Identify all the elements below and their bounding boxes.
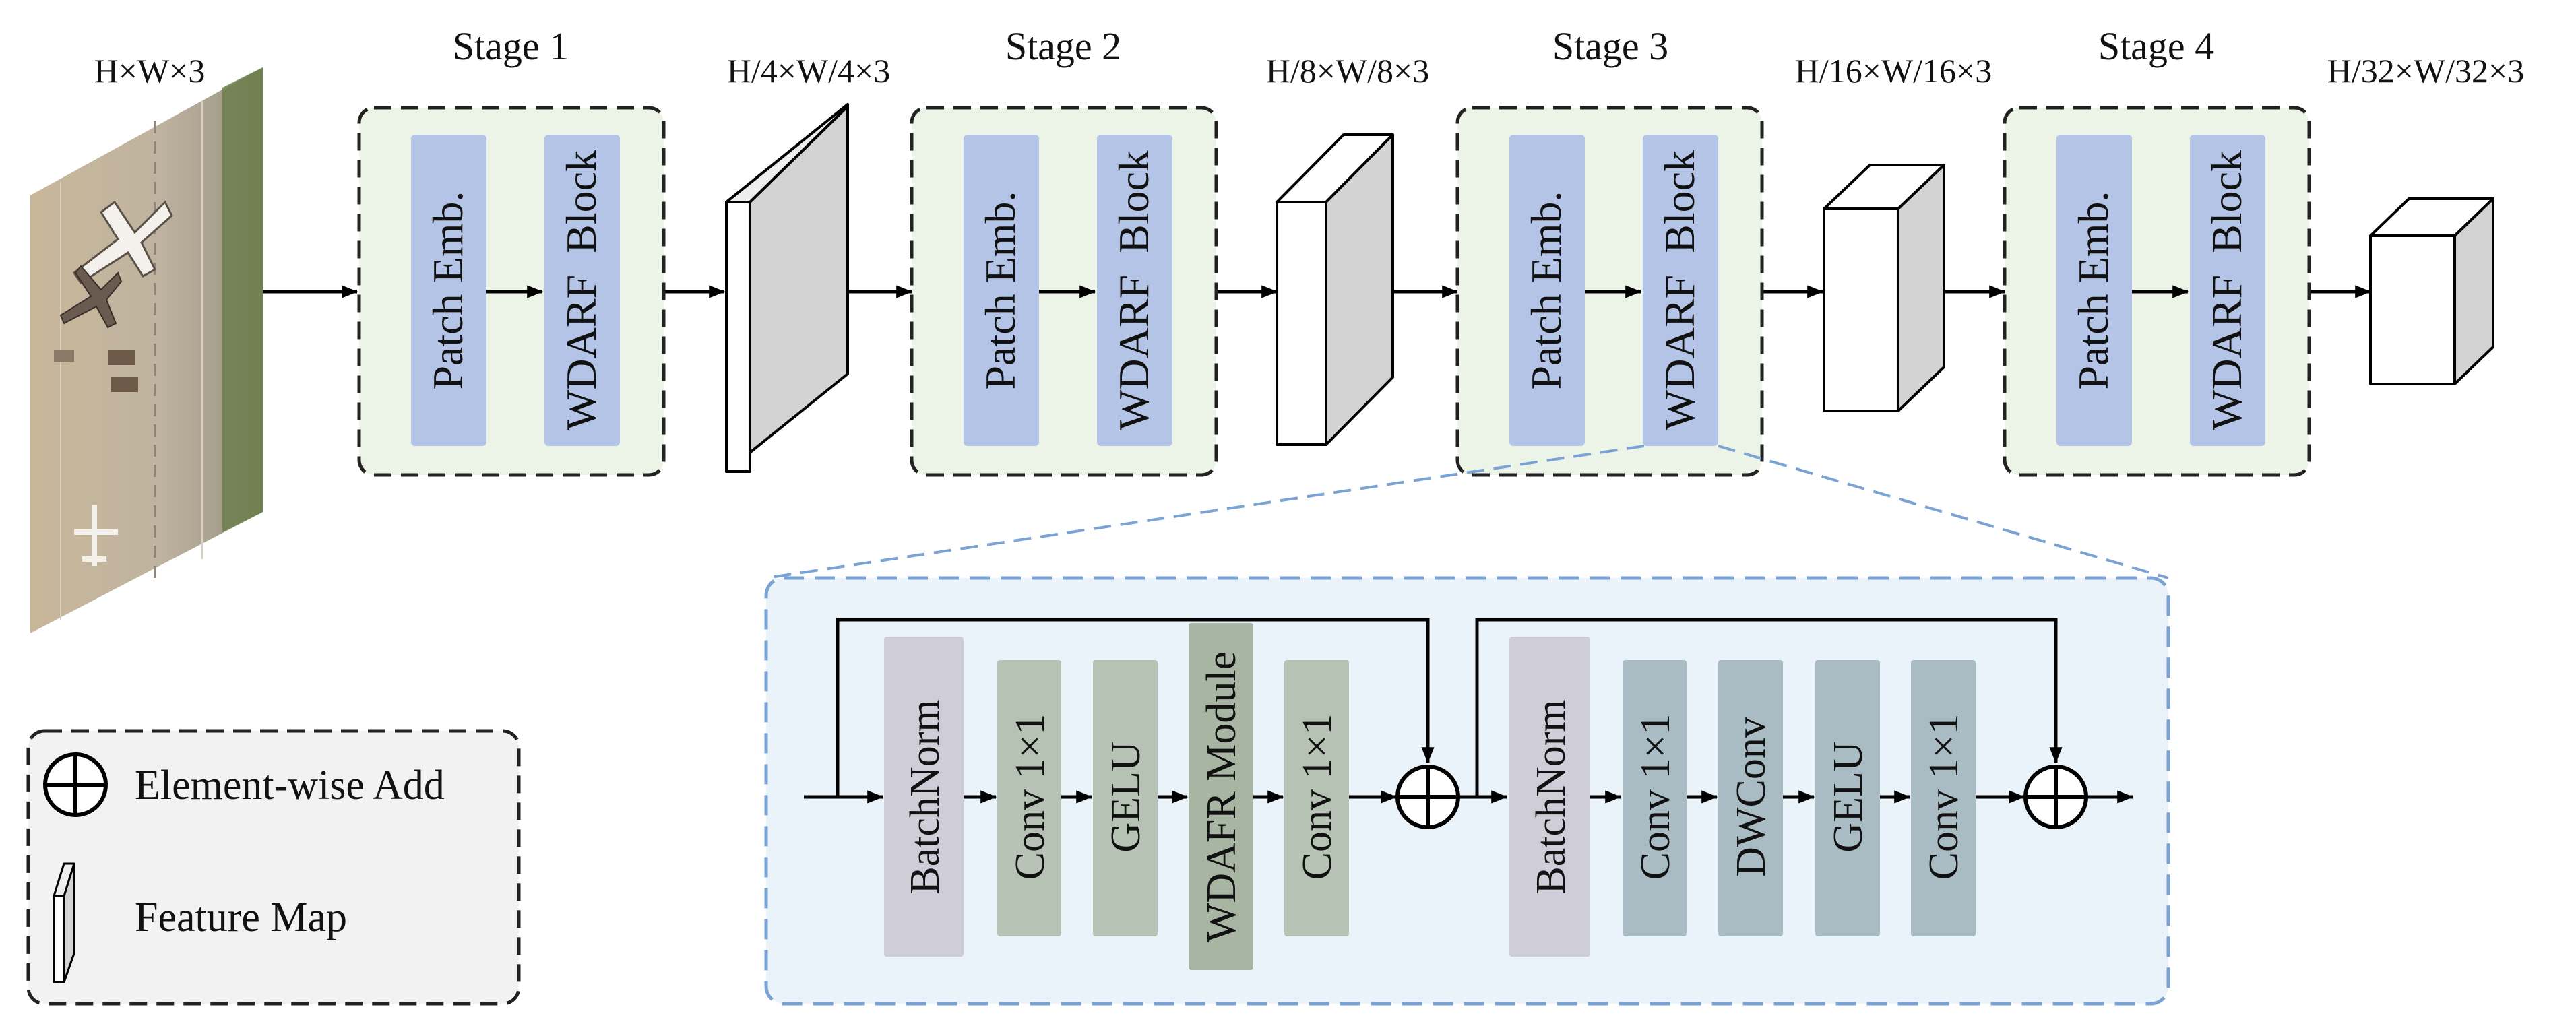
patch-embedding-label: Patch Emb.: [976, 191, 1024, 389]
batchnorm-2-label: BatchNorm: [1528, 699, 1574, 894]
feature-map-3: [1823, 164, 1945, 412]
feature-map-1-dims: H/4×W/4×3: [727, 52, 890, 90]
conv1x1-4-box: [1911, 660, 1976, 936]
patch-embedding-box: [964, 135, 1039, 446]
feature-map-2-dims: H/8×W/8×3: [1266, 52, 1429, 90]
conv1x1-3-box: [1623, 660, 1687, 936]
wdafr-module-label: WDAFR Module: [1199, 651, 1245, 942]
stage-title: Stage 2: [1005, 24, 1121, 68]
dwconv-label: DWConv: [1728, 717, 1774, 877]
batchnorm-1-label: BatchNorm: [902, 699, 948, 894]
patch-embedding-label: Patch Emb.: [2069, 191, 2117, 389]
stage-3: Stage 3 Patch Emb. WDARF Block: [1455, 24, 1764, 477]
feature-map-2: [1276, 133, 1394, 446]
input-aerial-image: [30, 67, 263, 633]
wdarf-block-box: [544, 135, 620, 446]
wdarf-block-label: WDARF Block: [557, 150, 605, 430]
detail-wires: [804, 618, 2134, 804]
wdafr-module-box: [1189, 623, 1253, 970]
input-dims-label: H×W×3: [94, 52, 206, 90]
wdarf-block-box: [1643, 135, 1718, 446]
stage-title: Stage 3: [1552, 24, 1668, 68]
conv1x1-2-box: [1284, 660, 1349, 936]
wdarf-block-box: [1097, 135, 1172, 446]
wdarf-block-detail: BatchNorm Conv 1×1 GELU WDAFR Module Con…: [764, 576, 2170, 1006]
feature-map-3-dims: H/16×W/16×3: [1795, 52, 1992, 90]
legend-feature-label: Feature Map: [135, 895, 347, 940]
batchnorm-1-box: [884, 637, 964, 957]
feature-map-1: [725, 103, 849, 473]
conv1x1-4-label: Conv 1×1: [1921, 714, 1967, 880]
conv1x1-3-label: Conv 1×1: [1633, 714, 1678, 880]
patch-embedding-label: Patch Emb.: [424, 191, 472, 389]
feature-map-legend-icon: [53, 862, 75, 983]
feature-map-4: [2369, 197, 2494, 385]
patch-embedding-box: [1509, 135, 1585, 446]
stage-title: Stage 1: [453, 24, 569, 68]
gelu-2-label: GELU: [1825, 741, 1871, 852]
wdarf-block-label: WDARF Block: [1110, 150, 1158, 430]
element-wise-add-1-icon: [1395, 765, 1460, 829]
patch-embedding-label: Patch Emb.: [1522, 191, 1570, 389]
element-wise-add-legend-icon: [43, 752, 108, 817]
stage-2: Stage 2 Patch Emb. WDARF Block: [910, 24, 1218, 477]
conv1x1-1-box: [997, 660, 1061, 936]
zoom-connectors: [765, 445, 2169, 579]
batchnorm-2-box: [1509, 637, 1590, 957]
wdarf-block-label: WDARF Block: [1656, 150, 1703, 430]
patch-embedding-box: [2056, 135, 2132, 446]
gelu-1-label: GELU: [1103, 741, 1149, 852]
patch-embedding-box: [411, 135, 486, 446]
dwconv-box: [1718, 660, 1783, 936]
legend-add-label: Element-wise Add: [135, 763, 445, 808]
legend: Element-wise Add Feature Map: [26, 729, 521, 1006]
gelu-1-box: [1093, 660, 1158, 936]
feature-map-4-dims: H/32×W/32×3: [2327, 52, 2524, 90]
wdarf-block-label: WDARF Block: [2203, 150, 2251, 430]
stage-title: Stage 4: [2098, 24, 2214, 68]
gelu-2-box: [1815, 660, 1880, 936]
airplane-3-icon: [74, 505, 118, 566]
stage-4: Stage 4 Patch Emb. WDARF Block: [2003, 24, 2311, 477]
conv1x1-1-label: Conv 1×1: [1007, 714, 1053, 880]
stage-1: Stage 1 Patch Emb. WDARF Block: [357, 24, 666, 477]
element-wise-add-2-icon: [2023, 765, 2088, 829]
airplane-2-icon: [59, 265, 123, 329]
wdarf-block-box: [2190, 135, 2265, 446]
airplane-1-icon: [72, 200, 173, 285]
conv1x1-2-label: Conv 1×1: [1294, 714, 1340, 880]
